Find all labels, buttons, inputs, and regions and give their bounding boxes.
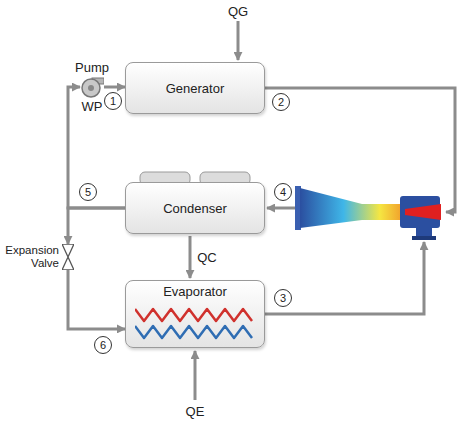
heat-in-arrow <box>237 21 240 60</box>
node-label: Generator <box>166 81 225 96</box>
node-label: Expansion Valve <box>2 244 59 270</box>
ejector <box>295 186 441 240</box>
callout-number: 1 <box>104 92 122 110</box>
node-label: Condenser <box>163 201 227 216</box>
heat-out-arrow <box>189 236 192 278</box>
heat-label: QC <box>196 250 218 265</box>
node-label: WP <box>82 99 103 114</box>
evaporator-to-ejector-pipe <box>265 242 424 314</box>
ejector-to-condenser-pipe <box>267 207 298 210</box>
node-label: Evaporator <box>163 284 227 299</box>
evaporator-box: Evaporator <box>125 280 265 348</box>
valve-icon <box>62 244 74 270</box>
pipe-connector <box>68 208 125 244</box>
pipe-connector <box>68 87 125 208</box>
node-label: Pump <box>75 60 109 75</box>
callout-number: 2 <box>272 93 290 111</box>
expansion-valve: Expansion Valve <box>2 244 82 270</box>
generator-to-ejector-pipe <box>265 88 455 212</box>
heat-label: QG <box>227 4 249 19</box>
pipe-connector <box>104 86 125 89</box>
callout-number: 4 <box>274 183 292 201</box>
callout-number: 5 <box>79 183 97 201</box>
pump-icon <box>80 75 104 99</box>
callout-number: 6 <box>94 336 112 354</box>
condenser-box: Condenser <box>125 182 265 234</box>
callout-number: 3 <box>274 289 292 307</box>
heat-in-arrow <box>194 351 197 400</box>
heat-exchanger-coil <box>135 305 255 343</box>
heat-label: QE <box>185 404 206 419</box>
pipe-connector <box>68 270 125 329</box>
generator-box: Generator <box>125 62 265 114</box>
